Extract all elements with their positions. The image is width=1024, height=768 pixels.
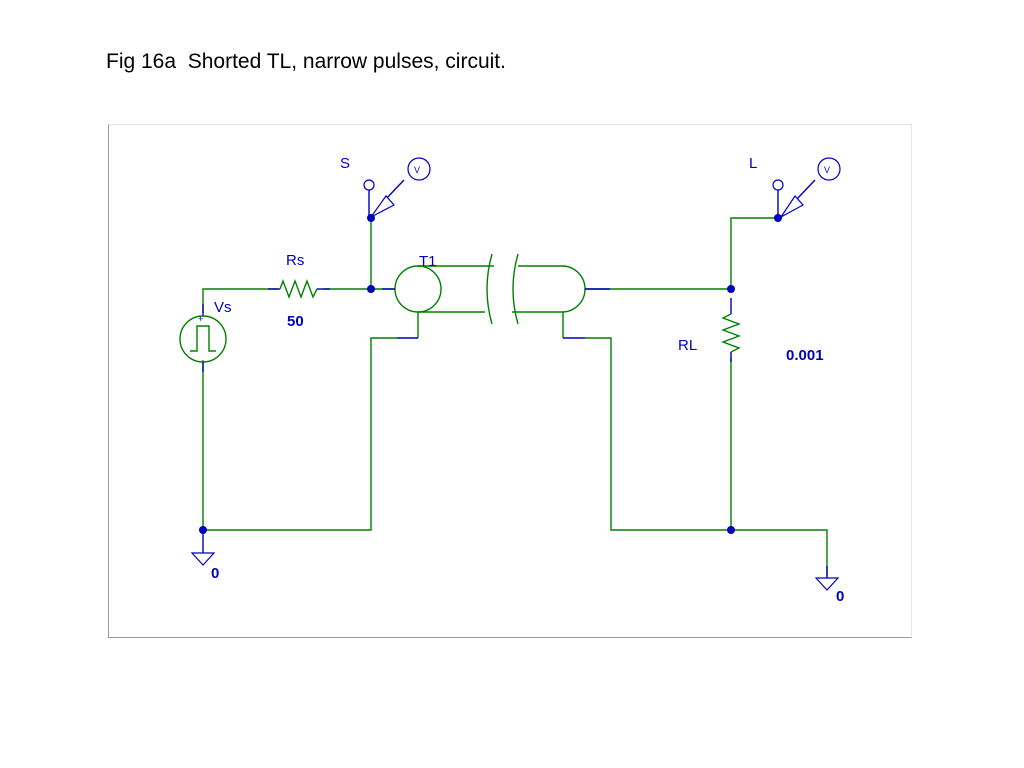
rl-value: 0.001 — [786, 347, 824, 364]
source-plus-sign: + — [198, 314, 203, 324]
ground-label-right: 0 — [836, 588, 844, 605]
probe-v-symbol-s: V — [414, 165, 420, 175]
rs-label: Rs — [286, 252, 304, 269]
voltage-probe-s[interactable]: S V — [340, 155, 431, 218]
voltage-probe-l[interactable]: L V — [749, 155, 841, 218]
junction-dots — [199, 214, 782, 534]
rs-value: 50 — [287, 313, 304, 330]
ground-symbol-right: 0 — [814, 566, 844, 605]
slide-title: Fig 16a Shorted TL, narrow pulses, circu… — [106, 50, 506, 73]
source-label: Vs — [214, 299, 232, 316]
net-label-l: L — [749, 155, 757, 172]
resistor-rs[interactable]: Rs 50 — [268, 252, 330, 330]
transmission-line-t1[interactable]: T1 — [382, 253, 610, 339]
probe-v-symbol-l: V — [824, 165, 830, 175]
t1-label: T1 — [419, 253, 437, 270]
resistor-rl[interactable]: RL 0.001 — [678, 298, 824, 364]
rl-label: RL — [678, 337, 697, 354]
ground-label-left: 0 — [211, 565, 219, 582]
wires — [202, 217, 828, 576]
ground-symbol-left: 0 — [190, 530, 219, 582]
voltage-source-vs[interactable]: + Vs — [179, 299, 232, 372]
net-label-s: S — [340, 155, 350, 172]
